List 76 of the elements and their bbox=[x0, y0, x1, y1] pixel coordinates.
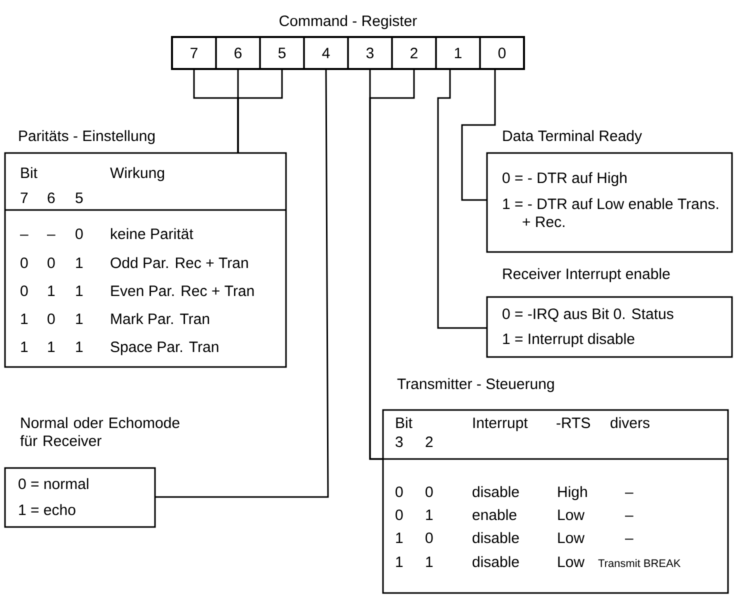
table-cell: 0 bbox=[48, 314, 55, 324]
table-cell: Space Par. Tran bbox=[110, 342, 218, 356]
table-cell: Low bbox=[558, 510, 585, 520]
table-cell: 1 bbox=[396, 532, 403, 543]
table-cell: Transmit BREAK bbox=[598, 559, 681, 568]
table-cell: Mark Par. Tran bbox=[111, 313, 210, 324]
connector-line bbox=[155, 69, 329, 498]
column-header: 6 bbox=[48, 192, 55, 204]
box-heading: Transmitter - Steuerung bbox=[397, 378, 554, 392]
table-cell: Low bbox=[558, 532, 585, 544]
column-header: divers bbox=[610, 417, 650, 428]
bit-cell: 3 bbox=[347, 36, 393, 70]
column-header: Bit bbox=[396, 417, 412, 428]
bit-cell: 2 bbox=[391, 36, 437, 70]
connector-line bbox=[369, 69, 415, 460]
table-cell: disable bbox=[472, 556, 519, 568]
table-cell: 0 bbox=[426, 486, 433, 498]
table-cell: Even Par. Rec + Tran bbox=[111, 286, 254, 296]
connector-line bbox=[461, 69, 496, 201]
box-heading: Data Terminal Ready bbox=[503, 130, 642, 144]
table-cell: disable bbox=[472, 486, 519, 498]
table-cell: Odd Par. Rec + Tran bbox=[110, 257, 248, 268]
column-header: Wirkung bbox=[110, 167, 164, 182]
table-cell: 1 bbox=[426, 510, 433, 520]
column-header: -RTS bbox=[556, 418, 590, 428]
bit-cell: 6 bbox=[215, 36, 261, 70]
setting-text: 1 = Interrupt disable bbox=[503, 333, 634, 348]
bit-cell: 1 bbox=[435, 36, 481, 70]
table-cell: – bbox=[47, 234, 56, 236]
box-heading: Receiver Interrupt enable bbox=[503, 268, 670, 282]
table-cell: keine Parität bbox=[111, 228, 194, 240]
table-cell: – bbox=[20, 234, 28, 236]
table-cell: – bbox=[625, 492, 634, 494]
table-cell: 0 bbox=[48, 258, 55, 268]
table-cell: 0 bbox=[426, 532, 433, 544]
table-cell: 0 bbox=[396, 486, 403, 498]
setting-text: 0 = - DTR auf High bbox=[502, 172, 626, 186]
table-cell: 1 bbox=[76, 258, 83, 268]
column-header: 7 bbox=[20, 192, 28, 203]
setting-text: 0 = -IRQ aus Bit 0. Status bbox=[502, 308, 674, 322]
bit-cell: 0 bbox=[479, 36, 525, 70]
table-cell: – bbox=[625, 516, 634, 517]
column-header: Bit bbox=[21, 167, 38, 178]
table-cell: Low bbox=[558, 556, 585, 568]
column-header: 3 bbox=[396, 436, 403, 448]
table-cell: 0 bbox=[20, 286, 28, 296]
column-header: 2 bbox=[426, 436, 433, 447]
setting-text: 1 = - DTR auf Low enable Trans. + Rec. bbox=[503, 198, 718, 228]
table-cell: 1 bbox=[76, 314, 83, 324]
table-cell: – bbox=[625, 538, 634, 540]
table-cell: disable bbox=[472, 532, 519, 544]
table-cell: enable bbox=[472, 509, 516, 520]
table-cell: 0 bbox=[396, 510, 403, 520]
box-heading: Normal oder Echomode für Receiver bbox=[20, 417, 180, 446]
setting-text: 0 = normal bbox=[18, 478, 88, 490]
connector-line bbox=[437, 69, 487, 329]
table-cell: High bbox=[558, 486, 587, 500]
bit-cell: 4 bbox=[303, 36, 349, 70]
register-title: Command - Register bbox=[280, 15, 417, 30]
table-cell: 1 bbox=[396, 556, 403, 567]
table-cell: 1 bbox=[76, 342, 83, 352]
table-cell: 1 bbox=[21, 314, 28, 324]
table-cell: 1 bbox=[48, 286, 55, 296]
table-cell: 0 bbox=[76, 228, 83, 240]
table-cell: 1 bbox=[76, 286, 83, 296]
column-header: 5 bbox=[76, 192, 83, 204]
table-cell: 1 bbox=[21, 342, 28, 352]
column-header: Interrupt bbox=[473, 418, 528, 432]
bit-cell: 7 bbox=[171, 36, 217, 70]
setting-text: 1 = echo bbox=[19, 504, 76, 516]
connector-line bbox=[237, 69, 283, 153]
table-cell: 1 bbox=[48, 342, 55, 352]
table-cell: 1 bbox=[426, 556, 433, 567]
box-heading: Paritäts - Einstellung bbox=[19, 130, 155, 144]
bit-cell: 5 bbox=[259, 36, 305, 70]
table-cell: 0 bbox=[20, 258, 28, 268]
